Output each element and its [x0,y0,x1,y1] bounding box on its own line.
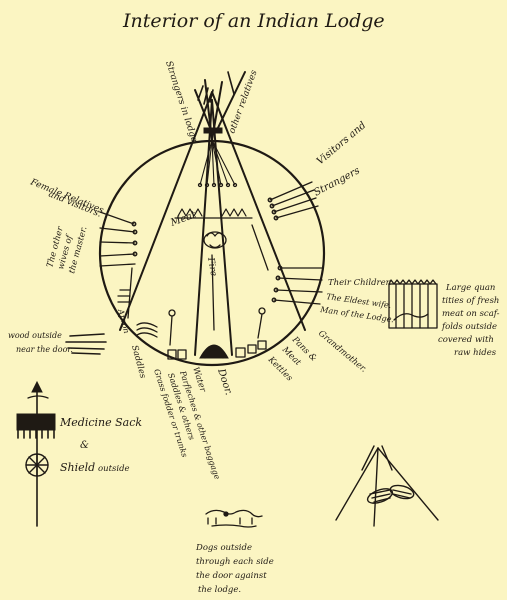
label-visitors: Visitors and [315,120,368,167]
label-saddle: Saddles [129,344,148,380]
scaffold-line-5: covered with [438,335,494,345]
lodge-poles [120,72,305,355]
door-icon [200,345,228,358]
medicine-labels: Medicine Sack & Shield outside [59,416,142,474]
dogs-labels: Dogs outside through each side the door … [195,543,274,595]
shield-icon [26,454,48,476]
scaffold-line-6: raw hides [454,348,497,358]
label-strangers: Strangers [312,165,362,198]
page-title: Interior of an Indian Lodge [122,10,385,32]
lodge-floor-plan [100,72,324,365]
shield-outside-label: outside [98,464,130,474]
dogs [206,510,262,527]
dogs-line-4: the lodge. [198,585,241,595]
label-wood-outside: wood outside [8,331,62,340]
scaffold-line-2: tities of fresh [442,296,499,306]
label-door: Door. [215,367,234,397]
scaffold-line-4: folds outside [441,322,497,332]
scaffold-labels: Large quan tities of fresh meat on scaf-… [438,283,500,358]
dogs-line-1: Dogs outside [195,543,252,553]
label-near-door: near the door. [16,345,73,354]
pole-binding [204,128,222,133]
scaffold-line-3: meat on scaf- [442,309,500,319]
label-fire: Fire [205,256,218,277]
label-strangers-in-lodge: Strangers in lodge [163,60,199,144]
label-their-children: Their Children [328,278,391,288]
scaffold-line-1: Large quan [445,283,495,293]
shield-label: Shield [60,461,95,474]
scaffold [389,280,437,328]
tripod [336,446,438,526]
label-grandmother: Grandmother. [316,329,368,375]
medicine-amp: & [80,440,89,451]
dogs-line-3: the door against [196,571,267,581]
pole-flags [198,72,234,104]
label-other-relatives: other relatives [227,69,259,135]
dogs-line-2: through each side [196,557,274,567]
medicine-sack-label: Medicine Sack [59,416,142,429]
